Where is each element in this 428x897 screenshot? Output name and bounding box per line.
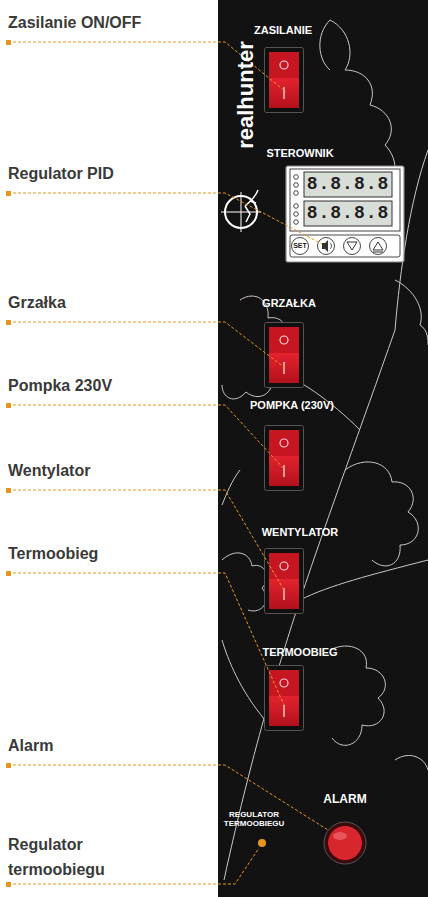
panel-title: REGULATOR TERMOOBIEGU bbox=[209, 810, 299, 828]
callout-label: Termoobieg bbox=[8, 545, 98, 563]
leader-lines bbox=[8, 42, 328, 884]
panel-title: ZASILANIE bbox=[254, 24, 312, 37]
callout-label: Wentylator bbox=[8, 462, 90, 480]
callout-label: Regulator PID bbox=[8, 165, 114, 183]
brand-logo bbox=[221, 190, 261, 232]
alarm-lamp bbox=[324, 822, 366, 864]
power-switch bbox=[265, 48, 304, 113]
panel-title: STEROWNIK bbox=[266, 147, 333, 160]
heater-switch bbox=[265, 323, 304, 388]
button-label: SET bbox=[293, 242, 307, 250]
oak-leaves bbox=[222, 20, 428, 880]
convection-switch bbox=[265, 666, 304, 731]
callout-label: Zasilanie ON/OFF bbox=[8, 14, 141, 32]
panel-title: WENTYLATOR bbox=[262, 526, 339, 539]
display-digits: 8.8.8.8 bbox=[307, 174, 390, 195]
callout-label: Regulator termoobiegu bbox=[8, 833, 148, 883]
callout-label: Pompka 230V bbox=[8, 377, 112, 395]
brand-name: realhunter bbox=[233, 41, 258, 149]
callout-label: Alarm bbox=[8, 737, 53, 755]
panel-title: GRZAŁKA bbox=[262, 297, 316, 310]
pump-switch bbox=[265, 426, 304, 491]
panel-title: ALARM bbox=[323, 793, 366, 807]
panel-title: POMPKA (230V) bbox=[250, 399, 334, 412]
pid-controller bbox=[286, 166, 404, 262]
panel-background bbox=[218, 0, 428, 897]
callout-label: Grzałka bbox=[8, 294, 66, 312]
display-digits: 8.8.8.8 bbox=[307, 203, 390, 224]
regulator-knob bbox=[258, 839, 266, 847]
panel-title: TERMOOBIEG bbox=[262, 646, 337, 659]
fan-switch bbox=[265, 549, 304, 614]
